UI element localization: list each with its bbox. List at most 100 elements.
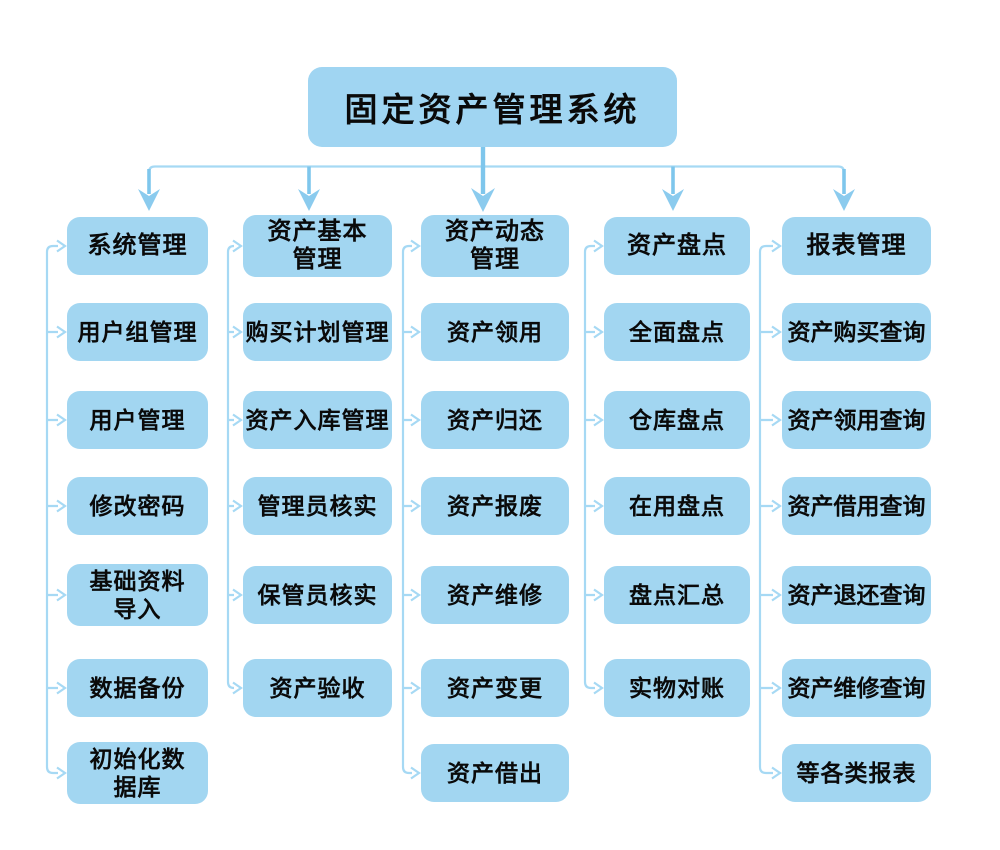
node-col1-item6: 初始化数 据库: [67, 742, 208, 804]
node-label: 资产验收: [269, 675, 366, 701]
right-arrow-icon: [56, 766, 67, 780]
node-label: 仓库盘点: [629, 407, 725, 433]
node-label: 用户管理: [89, 407, 186, 433]
right-arrow-icon: [593, 413, 604, 427]
right-arrow-icon: [410, 325, 421, 339]
node-label: 系统管理: [87, 232, 188, 259]
node-col2-header: 资产基本 管理: [243, 215, 392, 277]
node-label: 资产借用查询: [787, 493, 926, 519]
right-arrow-icon: [771, 588, 782, 602]
node-col5-item4: 资产退还查询: [782, 566, 931, 624]
node-label: 资产维修查询: [787, 675, 926, 701]
right-arrow-icon: [56, 499, 67, 513]
node-label: 数据备份: [89, 675, 186, 701]
node-col3-item6: 资产借出: [421, 744, 569, 802]
node-col3-item3: 资产报废: [421, 477, 569, 535]
node-col2-item2: 资产入库管理: [243, 391, 392, 449]
node-col5-item2: 资产领用查询: [782, 391, 931, 449]
node-label: 资产退还查询: [787, 582, 926, 608]
node-label: 资产归还: [447, 407, 543, 433]
right-arrow-icon: [771, 766, 782, 780]
node-col4-item2: 仓库盘点: [604, 391, 750, 449]
node-col3-header: 资产动态 管理: [421, 215, 569, 277]
right-arrow-icon: [593, 499, 604, 513]
node-label: 资产报废: [447, 493, 543, 519]
node-label: 资产入库管理: [245, 407, 390, 433]
root-node-title: 固定资产管理系统: [308, 67, 677, 147]
node-label: 资产基本 管理: [267, 218, 368, 273]
node-col1-item5: 数据备份: [67, 659, 208, 717]
node-col4-item1: 全面盘点: [604, 303, 750, 361]
node-col3-item2: 资产归还: [421, 391, 569, 449]
node-col5-header: 报表管理: [782, 217, 931, 275]
spine-column-5: [758, 239, 782, 780]
right-arrow-icon: [593, 588, 604, 602]
node-col4-item3: 在用盘点: [604, 477, 750, 535]
right-arrow-icon: [771, 499, 782, 513]
right-arrow-icon: [410, 588, 421, 602]
node-col1-header: 系统管理: [67, 217, 208, 275]
right-arrow-icon: [771, 413, 782, 427]
spine-column-4: [583, 239, 604, 695]
right-arrow-icon: [410, 413, 421, 427]
right-arrow-icon: [771, 681, 782, 695]
node-label: 实物对账: [629, 675, 725, 701]
node-label: 用户组管理: [77, 319, 198, 345]
node-col1-item3: 修改密码: [67, 477, 208, 535]
node-col5-item1: 资产购买查询: [782, 303, 931, 361]
right-arrow-icon: [771, 239, 782, 253]
right-arrow-icon: [56, 588, 67, 602]
node-label: 资产维修: [447, 582, 543, 608]
right-arrow-icon: [232, 413, 243, 427]
right-arrow-icon: [56, 413, 67, 427]
node-col1-item4: 基础资料 导入: [67, 564, 208, 626]
node-label: 资产盘点: [627, 232, 727, 259]
node-col1-item2: 用户管理: [67, 391, 208, 449]
node-label: 购买计划管理: [245, 319, 390, 345]
right-arrow-icon: [56, 325, 67, 339]
node-col2-item1: 购买计划管理: [243, 303, 392, 361]
node-label: 资产变更: [447, 675, 543, 701]
node-label: 保管员核实: [257, 582, 378, 608]
node-col5-item5: 资产维修查询: [782, 659, 931, 717]
top-connector: [138, 147, 855, 212]
right-arrow-icon: [232, 681, 243, 695]
right-arrow-icon: [232, 588, 243, 602]
right-arrow-icon: [410, 499, 421, 513]
right-arrow-icon: [410, 239, 421, 253]
down-arrow-icon: [471, 188, 495, 212]
down-arrow-icon: [298, 189, 320, 211]
node-col4-header: 资产盘点: [604, 217, 750, 275]
right-arrow-icon: [593, 239, 604, 253]
down-arrow-icon: [833, 189, 855, 211]
down-arrow-icon: [662, 189, 684, 211]
right-arrow-icon: [232, 239, 243, 253]
node-col4-item5: 实物对账: [604, 659, 750, 717]
node-label: 全面盘点: [629, 319, 725, 345]
node-col3-item1: 资产领用: [421, 303, 569, 361]
spine-column-3: [401, 239, 421, 780]
right-arrow-icon: [232, 325, 243, 339]
node-col5-item6: 等各类报表: [782, 744, 931, 802]
right-arrow-icon: [410, 766, 421, 780]
node-label: 初始化数 据库: [89, 746, 186, 800]
node-label: 盘点汇总: [629, 582, 725, 608]
node-label: 管理员核实: [257, 493, 378, 519]
node-label: 资产借出: [447, 760, 543, 786]
node-col3-item4: 资产维修: [421, 566, 569, 624]
root-node-label: 固定资产管理系统: [344, 91, 641, 128]
node-label: 资产领用: [447, 319, 543, 345]
down-arrow-icon: [138, 189, 160, 211]
node-label: 资产动态 管理: [445, 218, 545, 273]
right-arrow-icon: [771, 325, 782, 339]
right-arrow-icon: [593, 325, 604, 339]
right-arrow-icon: [56, 239, 67, 253]
node-col5-item3: 资产借用查询: [782, 477, 931, 535]
node-col3-item5: 资产变更: [421, 659, 569, 717]
node-label: 基础资料 导入: [89, 568, 186, 622]
right-arrow-icon: [593, 681, 604, 695]
node-label: 报表管理: [806, 232, 907, 259]
spine-column-1: [45, 239, 67, 780]
node-label: 等各类报表: [796, 760, 917, 786]
